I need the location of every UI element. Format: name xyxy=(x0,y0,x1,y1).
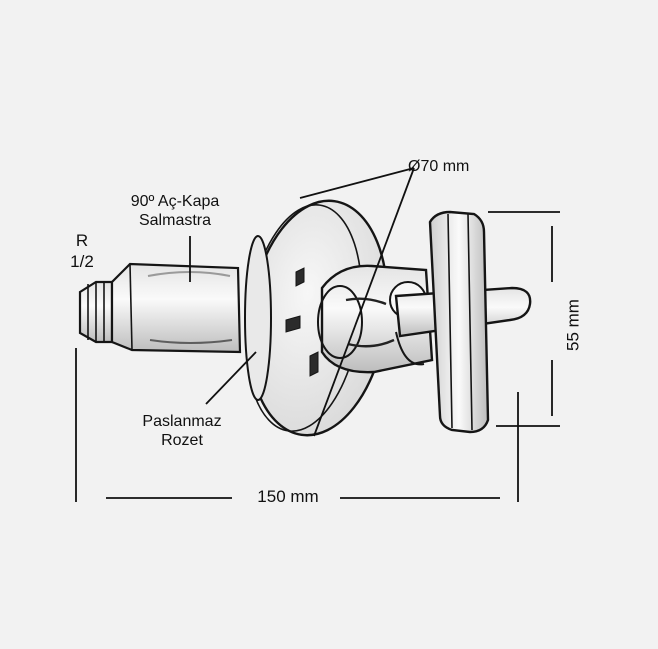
width-dimension-label: 150 mm xyxy=(257,487,319,506)
rozet-label-line1: Paslanmaz xyxy=(142,413,222,430)
valve-label-line2: Salmastra xyxy=(138,212,212,229)
diameter-leader-top xyxy=(299,167,415,199)
thread-label-line1: R xyxy=(75,231,89,250)
diameter-leader-diag xyxy=(313,167,415,437)
height-dimension-text: 55 mm xyxy=(563,299,583,351)
valve-label-line1: 90º Aç-Kapa xyxy=(130,193,220,210)
height-dimension-label: 55 mm xyxy=(548,299,598,351)
valve-label: 90º Aç-Kapa Salmastra xyxy=(110,192,240,230)
diameter-label: Ø70 mm xyxy=(408,158,470,175)
thread-label-line2: 1/2 xyxy=(70,252,94,271)
rozet-label-line2: Rozet xyxy=(161,432,203,449)
cross-handle xyxy=(394,210,532,434)
leader-lines xyxy=(189,167,415,437)
thread-end xyxy=(78,280,114,344)
thread-size-label: R 1/2 xyxy=(62,230,102,272)
rozet-leader xyxy=(205,351,257,405)
rozet-label: Paslanmaz Rozet xyxy=(122,412,242,450)
valve-body xyxy=(110,262,242,354)
dimension-lines xyxy=(75,211,560,502)
